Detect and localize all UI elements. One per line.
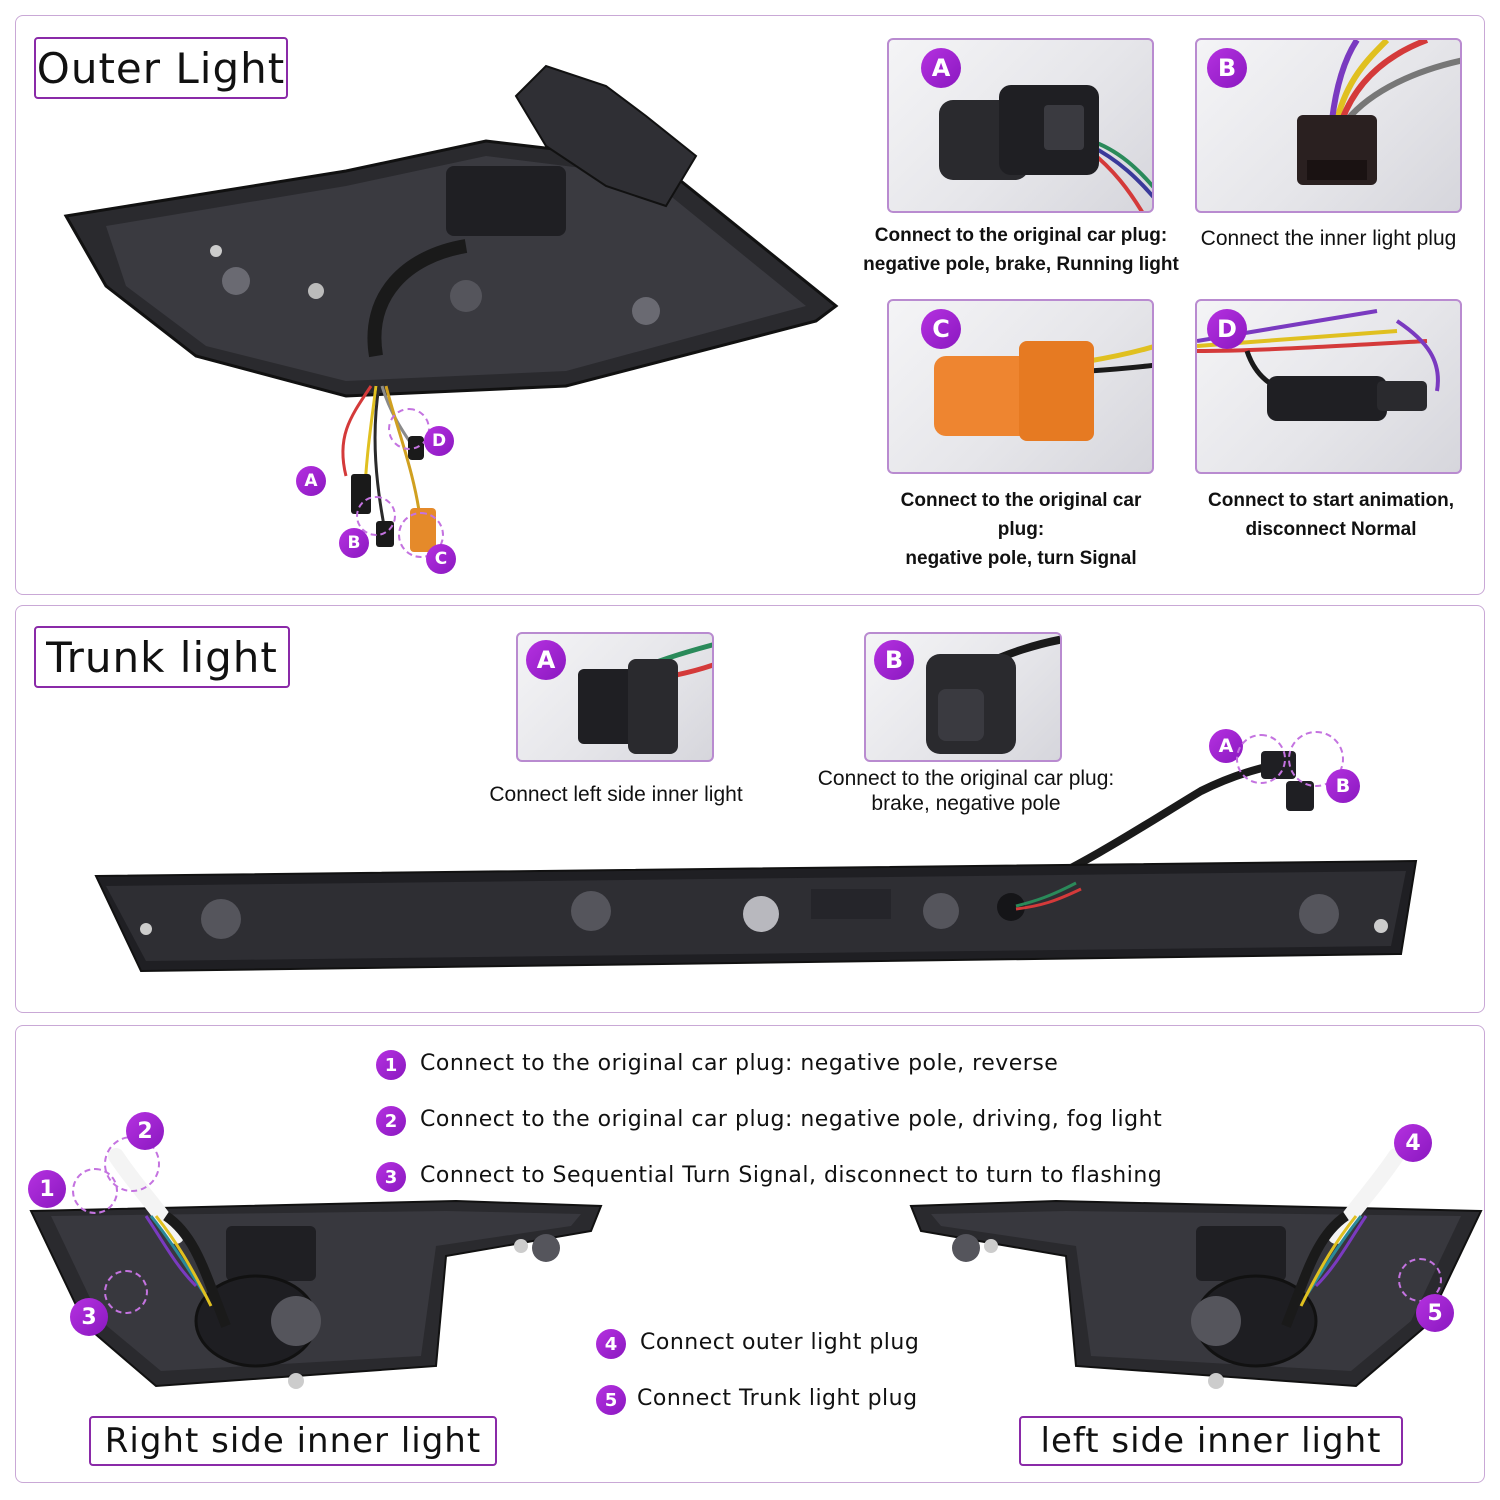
- outer-marker-d: D: [424, 426, 454, 456]
- left-marker-5: 5: [1416, 1294, 1454, 1332]
- trunk-card-a-photo: A: [516, 632, 714, 762]
- outer-card-d-badge: D: [1207, 309, 1247, 349]
- note-3-badge: 3: [376, 1162, 406, 1192]
- trunk-light-title: Trunk light: [34, 626, 290, 688]
- outer-card-b-caption: Connect the inner light plug: [1176, 224, 1481, 253]
- outer-card-a-caption-line1: Connect to the original car plug:: [874, 225, 1168, 246]
- outer-card-d-photo: D: [1195, 299, 1462, 474]
- trunk-card-a-caption-line1: Connect left side inner light: [489, 783, 743, 806]
- outer-card-c-caption: Connect to the original car plug: negati…: [876, 486, 1166, 573]
- trunk-marker-ring-a: [1236, 734, 1286, 784]
- outer-card-c-caption-line1: Connect to the original car plug:: [900, 490, 1142, 540]
- right-marker-3: 3: [70, 1298, 108, 1336]
- outer-card-d-caption-line2: disconnect Normal: [1245, 519, 1417, 540]
- note-1-badge: 1: [376, 1050, 406, 1080]
- left-side-label: left side inner light: [1019, 1416, 1403, 1466]
- trunk-connector-a-illustration: [578, 642, 712, 754]
- trunk-marker-b: B: [1326, 769, 1360, 803]
- outer-card-d-caption: Connect to start animation, disconnect N…: [1181, 486, 1481, 544]
- right-marker-ring-1: [72, 1168, 118, 1214]
- outer-marker-c: C: [426, 544, 456, 574]
- outer-light-panel: Outer Light D A B C: [15, 15, 1485, 595]
- note-5-text: Connect Trunk light plug: [637, 1386, 918, 1411]
- trunk-connector-b-illustration: [926, 635, 1060, 754]
- outer-card-a-photo: A: [887, 38, 1154, 213]
- note-4-badge: 4: [596, 1329, 626, 1359]
- outer-card-b-caption-line1: Connect the inner light plug: [1200, 227, 1457, 250]
- outer-card-c-badge: C: [921, 309, 961, 349]
- trunk-card-a-badge: A: [526, 640, 566, 680]
- inner-light-panel: 1 Connect to the original car plug: nega…: [15, 1025, 1485, 1483]
- right-marker-1: 1: [28, 1170, 66, 1208]
- outer-marker-b: B: [339, 528, 369, 558]
- outer-marker-a: A: [296, 466, 326, 496]
- outer-card-a-caption: Connect to the original car plug: negati…: [861, 221, 1181, 279]
- note-2-text: Connect to the original car plug: negati…: [420, 1107, 1163, 1132]
- outer-card-c-caption-line2: negative pole, turn Signal: [905, 548, 1137, 569]
- note-1-text: Connect to the original car plug: negati…: [420, 1051, 1059, 1076]
- right-inner-lamp-illustration: [29, 1148, 603, 1389]
- marker-ring-b: [356, 496, 396, 536]
- trunk-card-b-caption: Connect to the original car plug: brake,…: [786, 766, 1146, 816]
- connector-a-illustration: [939, 85, 1152, 211]
- left-marker-4: 4: [1394, 1124, 1432, 1162]
- right-marker-2: 2: [126, 1112, 164, 1150]
- connector-c-illustration: [934, 341, 1152, 441]
- trunk-light-panel: Trunk light A Connect left side inner li…: [15, 605, 1485, 1013]
- trunk-card-b-caption-line2: brake, negative pole: [871, 792, 1061, 815]
- note-5-badge: 5: [596, 1385, 626, 1415]
- outer-card-a-badge: A: [921, 48, 961, 88]
- trunk-card-b-badge: B: [874, 640, 914, 680]
- outer-card-c-photo: C: [887, 299, 1154, 474]
- outer-card-a-caption-line2: negative pole, brake, Running light: [863, 254, 1179, 275]
- left-inner-lamp-illustration: [909, 1148, 1483, 1389]
- note-3-text: Connect to Sequential Turn Signal, disco…: [420, 1163, 1163, 1188]
- right-marker-ring-3: [104, 1270, 148, 1314]
- outer-lamp-illustration: [63, 64, 839, 552]
- marker-ring-c: [398, 512, 444, 558]
- outer-card-b-photo: B: [1195, 38, 1462, 213]
- trunk-marker-ring-b: [1288, 731, 1344, 787]
- right-side-label: Right side inner light: [89, 1416, 497, 1466]
- outer-card-d-caption-line1: Connect to start animation,: [1208, 490, 1454, 511]
- trunk-card-a-caption: Connect left side inner light: [461, 780, 771, 809]
- note-2-badge: 2: [376, 1106, 406, 1136]
- note-4-text: Connect outer light plug: [640, 1330, 920, 1355]
- trunk-lamp-illustration: [94, 751, 1418, 973]
- connector-b-illustration: [1297, 40, 1460, 185]
- outer-card-b-badge: B: [1207, 48, 1247, 88]
- outer-light-title: Outer Light: [34, 37, 288, 99]
- trunk-card-b-caption-line1: Connect to the original car plug:: [817, 767, 1115, 790]
- trunk-card-b-photo: B: [864, 632, 1062, 762]
